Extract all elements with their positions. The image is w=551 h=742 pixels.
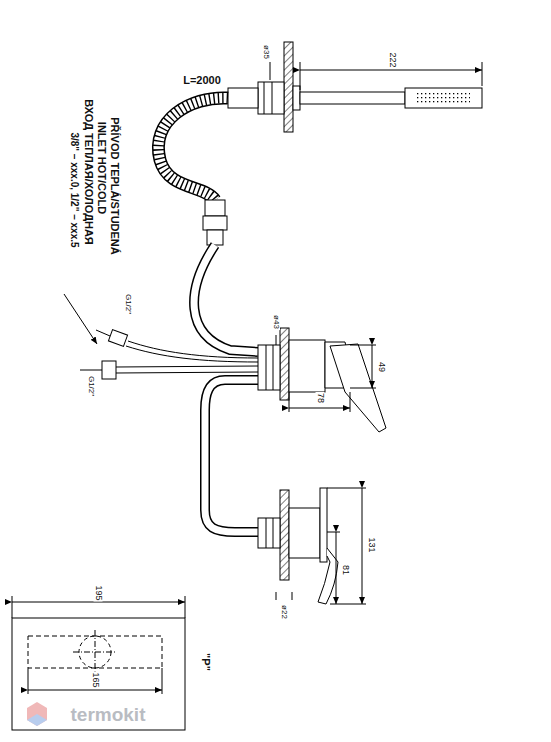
diameter: ø22 <box>280 604 288 620</box>
dimension: 81 <box>341 564 350 576</box>
view-mark: "P" <box>200 652 211 672</box>
dimension: 78 <box>316 392 325 404</box>
thread-size: G1/2" <box>124 293 132 315</box>
diameter: ø35 <box>262 44 270 60</box>
hose-length: L=2000 <box>182 75 222 86</box>
note-text: ВХОД ТЕПЛАЯ/ХОЛОДНАЯ <box>83 98 94 246</box>
dimension: 165 <box>91 671 100 688</box>
note-text: 3/8" – xxx.0, 1/2" – xxx.5 <box>69 131 79 248</box>
note-text: PŘÍVOD TEPLÁ/STUDENÁ <box>109 116 120 256</box>
dimension: 195 <box>94 584 103 601</box>
dimension: 222 <box>388 51 397 68</box>
note-text: INLET HOT/COLD <box>96 121 107 215</box>
watermark: termokit <box>70 705 147 724</box>
dimension: 49 <box>377 361 386 373</box>
dimension: 131 <box>367 536 376 553</box>
thread-size: G1/2" <box>87 375 95 397</box>
diameter: ø43 <box>272 314 280 330</box>
